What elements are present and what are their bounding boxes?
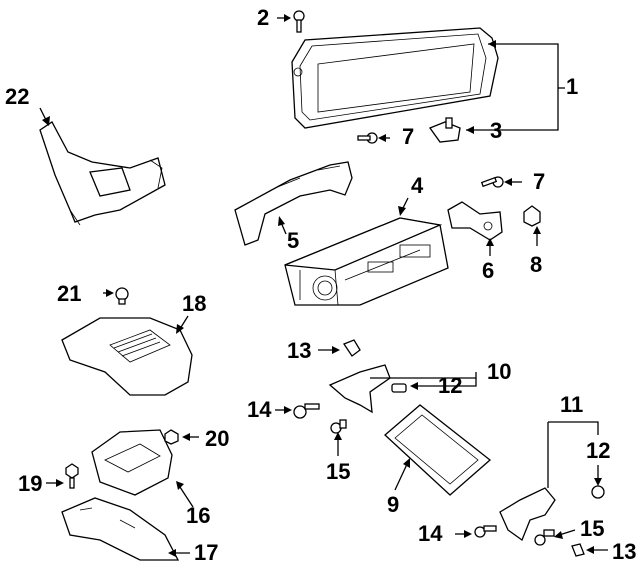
callout-9: 9 — [387, 492, 400, 517]
part-10-bracket — [328, 364, 391, 414]
part-3-clip — [428, 117, 461, 143]
callout-19: 19 — [18, 471, 43, 496]
callout-14-lower: 14 — [418, 521, 443, 546]
part-17-bracket — [61, 497, 180, 561]
part-4-radio-unit — [284, 217, 449, 306]
part-19-bolt — [65, 463, 79, 489]
part-22-module-bracket — [39, 121, 166, 226]
callout-22: 22 — [5, 84, 30, 109]
part-20-nut — [164, 429, 179, 445]
part-16-module — [91, 429, 173, 496]
callout-1: 1 — [566, 74, 579, 99]
callout-14-upper: 14 — [247, 397, 272, 422]
callout-6: 6 — [482, 258, 495, 283]
callout-12-upper: 12 — [438, 373, 463, 398]
callout-16: 16 — [186, 503, 211, 528]
leader-arrowheads — [42, 14, 602, 557]
part-14-screw-lower — [474, 525, 497, 538]
part-13-clip-lower — [571, 543, 585, 557]
part-15-screw-upper — [330, 419, 347, 434]
callout-20: 20 — [205, 426, 230, 451]
callout-7-lower: 7 — [533, 169, 546, 194]
callout-17: 17 — [194, 540, 219, 565]
callout-15-lower: 15 — [580, 516, 605, 541]
callout-21: 21 — [57, 281, 82, 306]
callout-12-lower: 12 — [586, 438, 611, 463]
callout-5: 5 — [287, 228, 300, 253]
part-18-amplifier — [61, 317, 193, 396]
part-2-screw — [293, 10, 305, 33]
part-7-screw-upper — [357, 132, 378, 144]
part-21-screw — [115, 287, 129, 305]
callout-2: 2 — [257, 5, 270, 30]
part-13-clip-upper — [343, 339, 361, 357]
part-15-screw-lower — [534, 529, 555, 546]
part-11-bracket — [499, 487, 556, 542]
part-12-screw-lower — [591, 485, 605, 499]
part-8-bolt — [523, 205, 541, 227]
callout-4: 4 — [411, 173, 424, 198]
callout-7-upper: 7 — [402, 124, 415, 149]
part-7-screw-lower — [480, 176, 504, 188]
part-5-bracket — [234, 161, 353, 246]
callout-8: 8 — [530, 252, 543, 277]
callout-3: 3 — [490, 118, 503, 143]
part-14-screw-upper — [293, 403, 320, 419]
callout-11: 11 — [560, 392, 584, 417]
callout-10: 10 — [487, 359, 512, 384]
part-6-bracket — [447, 201, 503, 241]
part-12-screw-upper — [391, 383, 407, 393]
part-1-display-screen — [291, 27, 499, 129]
callout-15-upper: 15 — [326, 459, 351, 484]
callout-13-upper: 13 — [287, 338, 312, 363]
callout-13-lower: 13 — [612, 539, 637, 564]
callout-18: 18 — [182, 291, 207, 316]
part-9-module — [384, 404, 492, 496]
